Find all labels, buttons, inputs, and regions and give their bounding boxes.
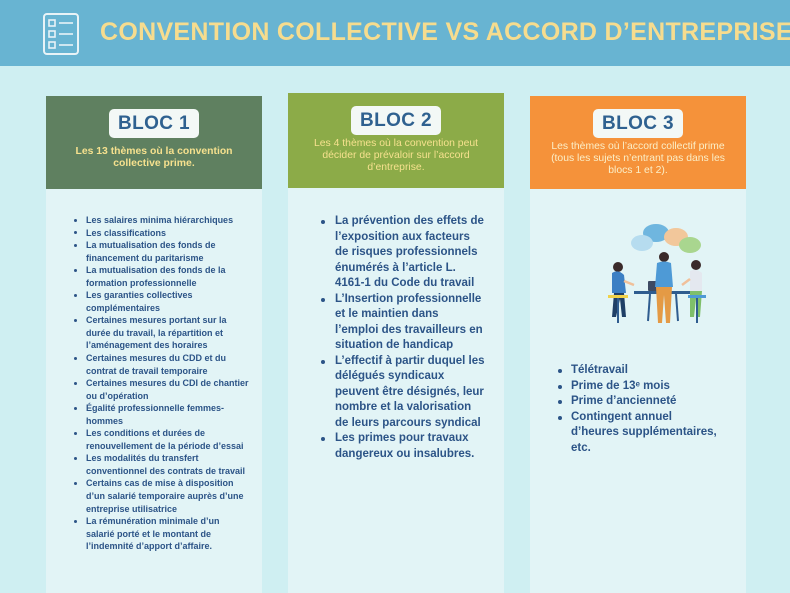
list-item: L’Insertion professionnelle et le mainti… <box>321 292 485 354</box>
list-item: Certaines mesures du CDI de chantier ou … <box>74 378 249 401</box>
list-item: Les conditions et durées de renouvelleme… <box>74 427 250 452</box>
bloc-2-column: BLOC 2 Les 4 thèmes où la convention peu… <box>288 93 504 593</box>
bloc-2-list: La prévention des effets de l’exposition… <box>321 214 485 462</box>
bloc-3-subtitle: Les thèmes où l’accord collectif prime (… <box>551 141 725 176</box>
bloc-3-header: BLOC 3 Les thèmes où l’accord collectif … <box>530 96 746 189</box>
list-item: La mutualisation des fonds de la formati… <box>74 264 250 289</box>
list-item: Certaines mesures portant sur la durée d… <box>74 314 250 352</box>
bloc-2-subtitle: Les 4 thèmes où la convention peut décid… <box>313 138 479 173</box>
list-item: Égalité professionnelle femmes-hommes <box>74 402 250 427</box>
header-bar: CONVENTION COLLECTIVE VS ACCORD D’ENTREP… <box>0 0 790 66</box>
list-item: Les garanties collectives complémentaire… <box>74 289 250 314</box>
bloc-1-header: BLOC 1 Les 13 thèmes où la convention co… <box>46 96 262 189</box>
bloc-2-header: BLOC 2 Les 4 thèmes où la convention peu… <box>288 93 504 188</box>
list-item: Certaines mesures du CDD et du contrat d… <box>74 352 250 377</box>
bloc-3-column: BLOC 3 Les thèmes où l’accord collectif … <box>530 96 746 593</box>
checklist-icon <box>43 13 79 55</box>
bloc-1-badge: BLOC 1 <box>108 109 200 138</box>
bloc-1-subtitle: Les 13 thèmes où la convention collectiv… <box>75 146 233 169</box>
list-item: La mutualisation des fonds de financemen… <box>74 239 250 264</box>
list-item: La rémunération minimale d’un salarié po… <box>74 515 250 553</box>
bloc-1-column: BLOC 1 Les 13 thèmes où la convention co… <box>46 96 262 593</box>
list-item: Les primes pour travaux dangereux ou ins… <box>321 431 485 462</box>
bloc-1-list: Les salaires minima hiérarchiques Les cl… <box>74 214 250 553</box>
list-item: Prime d’ancienneté <box>558 394 721 410</box>
list-item: Prime de 13ᵉ mois <box>558 379 721 395</box>
bloc-3-list: Télétravail Prime de 13ᵉ mois Prime d’an… <box>558 363 721 457</box>
list-item: Certains cas de mise à disposition d’un … <box>74 477 250 515</box>
list-item: Les modalités du transfert conventionnel… <box>74 452 250 477</box>
page-title: CONVENTION COLLECTIVE VS ACCORD D’ENTREP… <box>100 18 790 46</box>
bloc-3-badge: BLOC 3 <box>592 109 684 138</box>
list-item: L’effectif à partir duquel les délégués … <box>321 354 485 432</box>
list-item: Télétravail <box>558 363 721 379</box>
list-item: Les classifications <box>74 227 250 240</box>
list-item: Contingent annuel d’heures supplémentair… <box>558 410 721 457</box>
list-item: La prévention des effets de l’exposition… <box>321 214 485 292</box>
list-item: Les salaires minima hiérarchiques <box>74 214 250 227</box>
bloc-2-badge: BLOC 2 <box>350 106 442 135</box>
people-discussion-illustration <box>608 224 706 323</box>
